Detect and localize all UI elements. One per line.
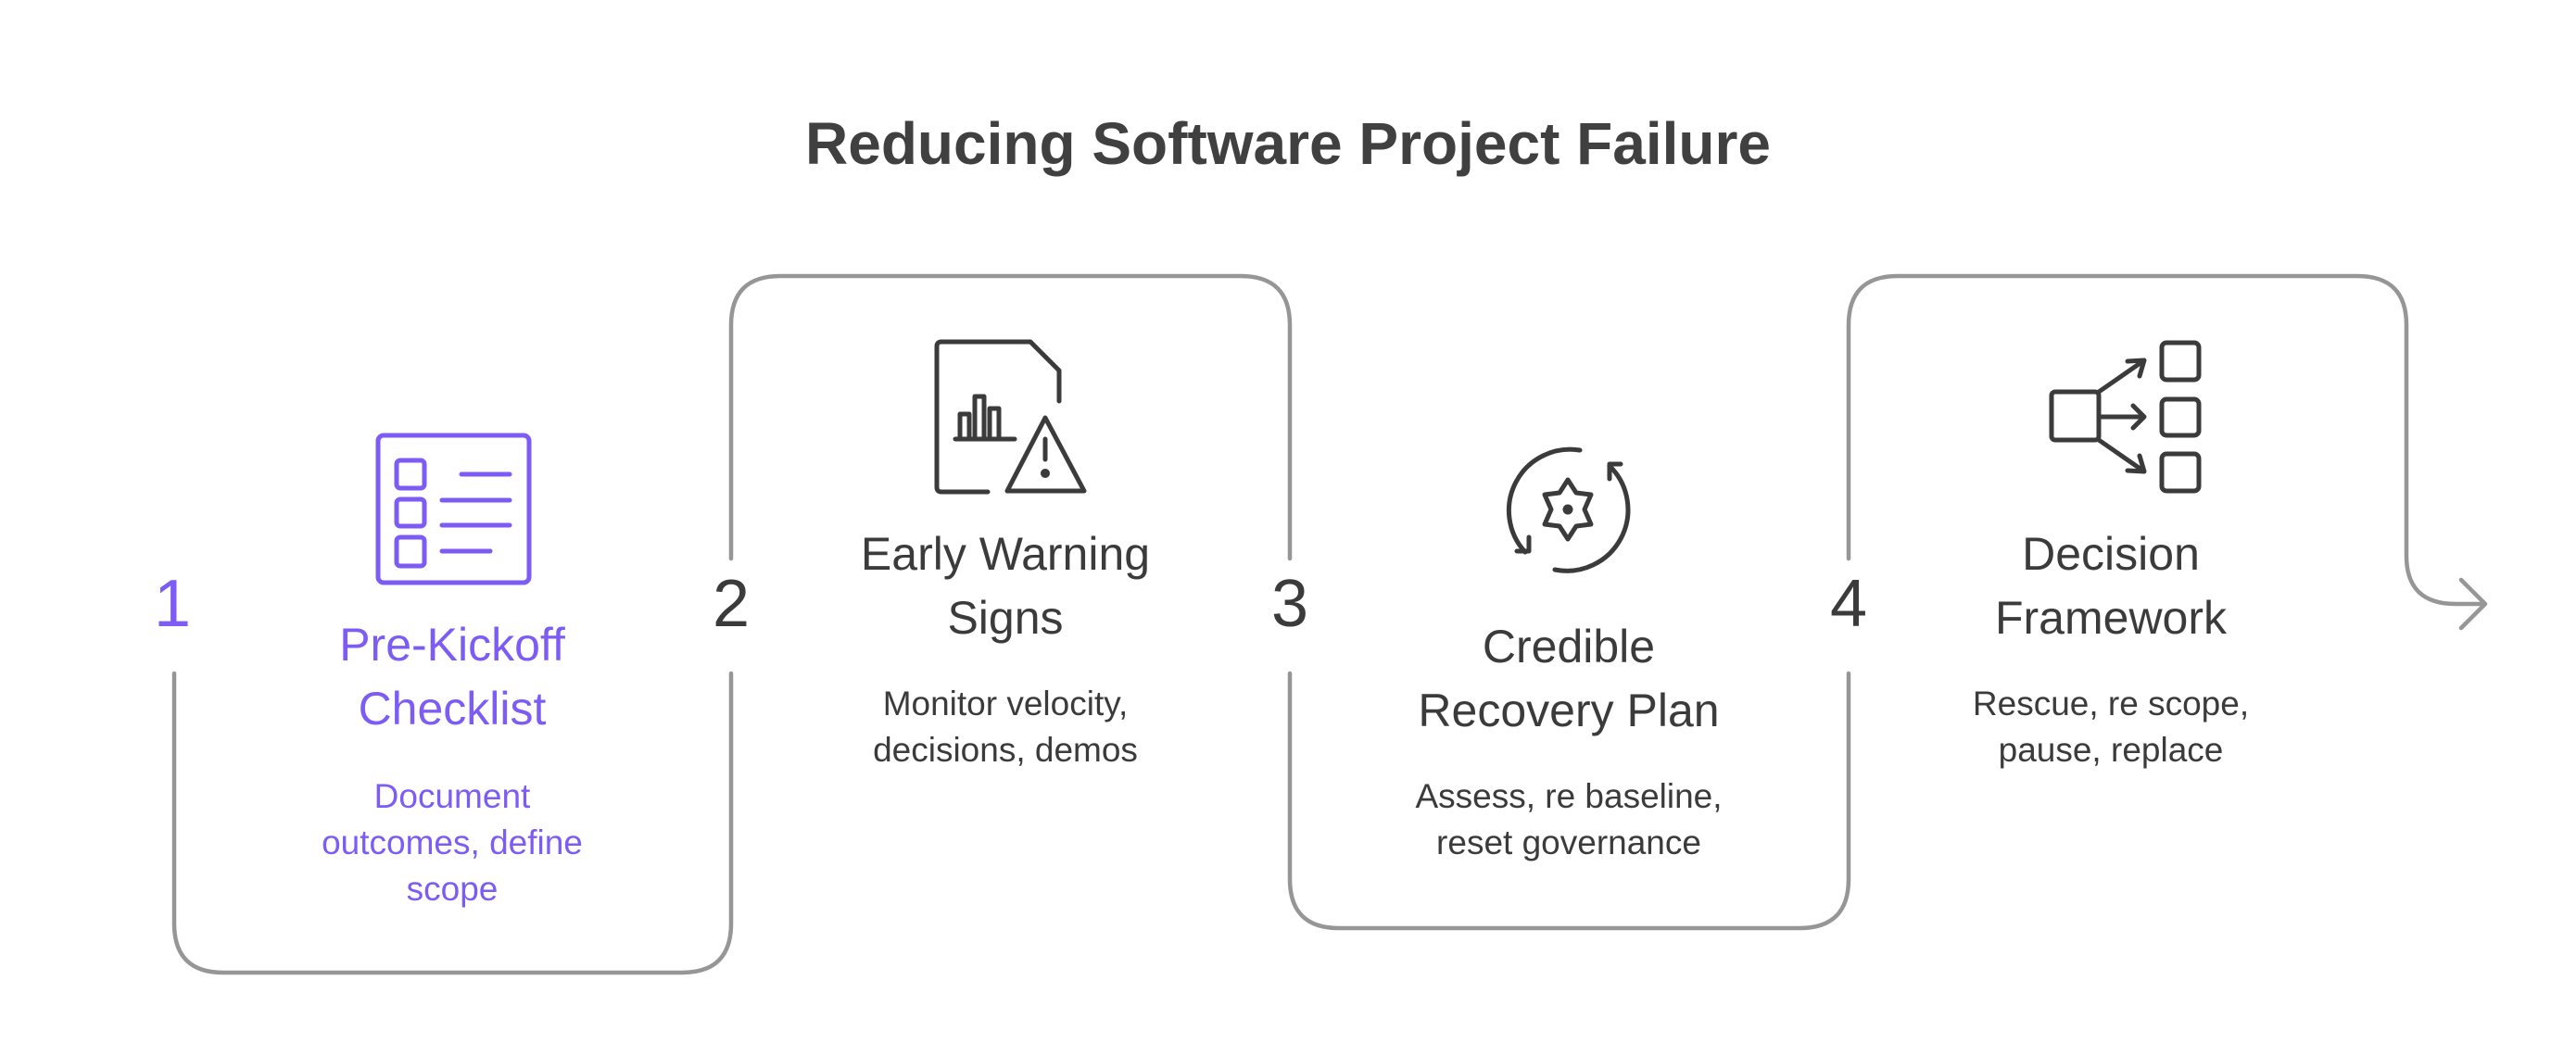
step4-desc-line2: pause, replace [1998, 731, 2224, 769]
document-warning-icon [934, 339, 1087, 495]
step1-number: 1 [153, 567, 192, 641]
step2-title: Early Warning Signs [764, 522, 1246, 650]
step1-frame [171, 671, 734, 975]
diagram-title: Reducing Software Project Failure [805, 110, 1771, 177]
step4-description: Rescue, re scope, pause, replace [1907, 681, 2315, 773]
step1-desc-line3: scope [406, 870, 499, 908]
gear-cycle-icon [1506, 446, 1631, 573]
step3-title: Credible Recovery Plan [1328, 615, 1810, 743]
step3-desc-line2: reset governance [1436, 823, 1701, 861]
step3-title-line2: Recovery Plan [1418, 685, 1720, 736]
step1-description: Document outcomes, define scope [248, 773, 656, 912]
end-arrow-icon [2458, 577, 2488, 631]
step4-desc-line1: Rescue, re scope, [1972, 685, 2250, 723]
step2-title-line1: Early Warning [860, 528, 1151, 580]
step1-title: Pre-Kickoff Checklist [211, 613, 693, 741]
checklist-icon [375, 433, 532, 585]
step1-title-line1: Pre-Kickoff [339, 619, 565, 671]
step2-description: Monitor velocity, decisions, demos [802, 681, 1209, 773]
step2-desc-line1: Monitor velocity, [882, 685, 1129, 723]
step1-desc-line1: Document [373, 777, 531, 815]
step1-desc-line2: outcomes, define [322, 823, 583, 861]
step2-desc-line2: decisions, demos [873, 731, 1138, 769]
step2-frame [728, 273, 1293, 561]
step2-title-line2: Signs [947, 592, 1064, 644]
step3-description: Assess, re baseline, reset governance [1365, 773, 1773, 866]
step3-title-line1: Credible [1482, 621, 1656, 672]
step4-frame [1846, 273, 2486, 607]
decision-branch-icon [2049, 340, 2202, 494]
step1-title-line2: Checklist [358, 683, 547, 735]
step4-title-line1: Decision [2022, 528, 2200, 580]
step2-number: 2 [712, 567, 751, 641]
step4-title-line2: Framework [1994, 592, 2228, 644]
step3-number: 3 [1270, 567, 1309, 641]
step3-desc-line1: Assess, re baseline, [1415, 777, 1723, 815]
step4-number: 4 [1829, 567, 1868, 641]
step3-frame [1287, 671, 1851, 931]
step4-title: Decision Framework [1870, 522, 2352, 650]
